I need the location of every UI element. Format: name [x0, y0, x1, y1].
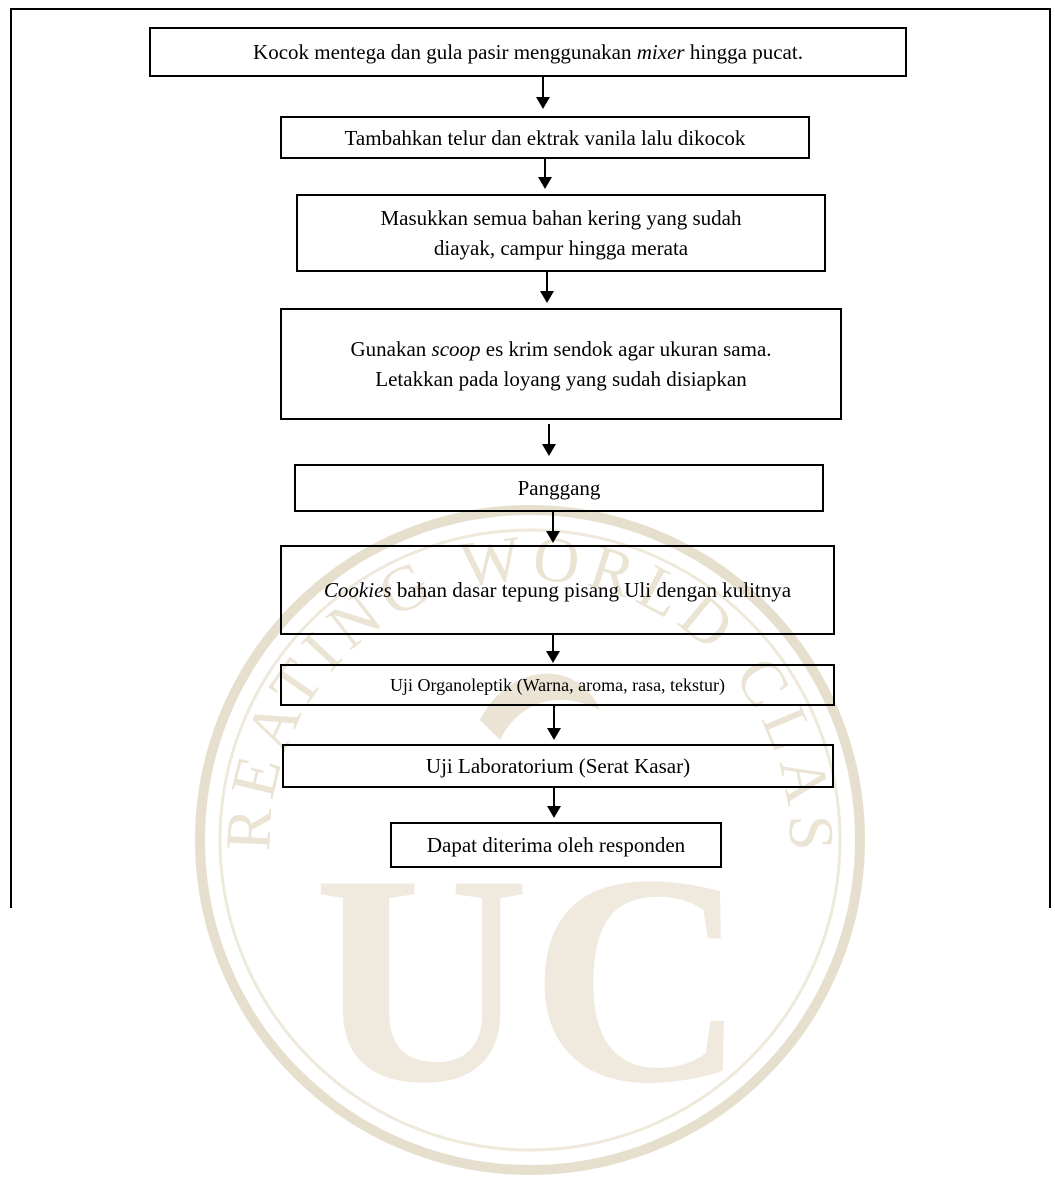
arrow-8 — [547, 788, 561, 818]
step-6-text: Cookies bahan dasar tepung pisang Uli de… — [323, 578, 792, 602]
arrow-6 — [546, 635, 560, 663]
step-1-box: Kocok mentega dan gula pasir menggunakan… — [149, 27, 907, 77]
step-4-text: Gunakan scoop es krim sendok agar ukuran… — [350, 337, 772, 391]
step-2-box: Tambahkan telur dan ektrak vanila lalu d… — [280, 116, 810, 159]
step-9-text: Dapat diterima oleh responden — [426, 833, 686, 857]
arrow-3 — [540, 272, 554, 303]
arrow-2 — [538, 159, 552, 189]
step-1-text: Kocok mentega dan gula pasir menggunakan… — [253, 40, 803, 64]
step-2-text: Tambahkan telur dan ektrak vanila lalu d… — [344, 125, 746, 150]
step-7-text: Uji Organoleptik (Warna, aroma, rasa, te… — [389, 675, 726, 695]
step-7-box: Uji Organoleptik (Warna, aroma, rasa, te… — [280, 664, 835, 706]
arrow-5 — [546, 512, 560, 543]
step-8-box: Uji Laboratorium (Serat Kasar) — [282, 744, 834, 788]
step-6-box: Cookies bahan dasar tepung pisang Uli de… — [280, 545, 835, 635]
arrow-4 — [542, 424, 556, 456]
step-5-text: Panggang — [517, 476, 601, 500]
page-frame — [10, 8, 1051, 908]
step-4-box: Gunakan scoop es krim sendok agar ukuran… — [280, 308, 842, 420]
step-3-text: Masukkan semua bahan kering yang sudah d… — [380, 206, 742, 260]
step-9-box: Dapat diterima oleh responden — [390, 822, 722, 868]
arrow-1 — [536, 77, 550, 109]
arrow-7 — [547, 706, 561, 740]
step-8-text: Uji Laboratorium (Serat Kasar) — [425, 754, 691, 778]
step-3-box: Masukkan semua bahan kering yang sudah d… — [296, 194, 826, 272]
step-5-box: Panggang — [294, 464, 824, 512]
